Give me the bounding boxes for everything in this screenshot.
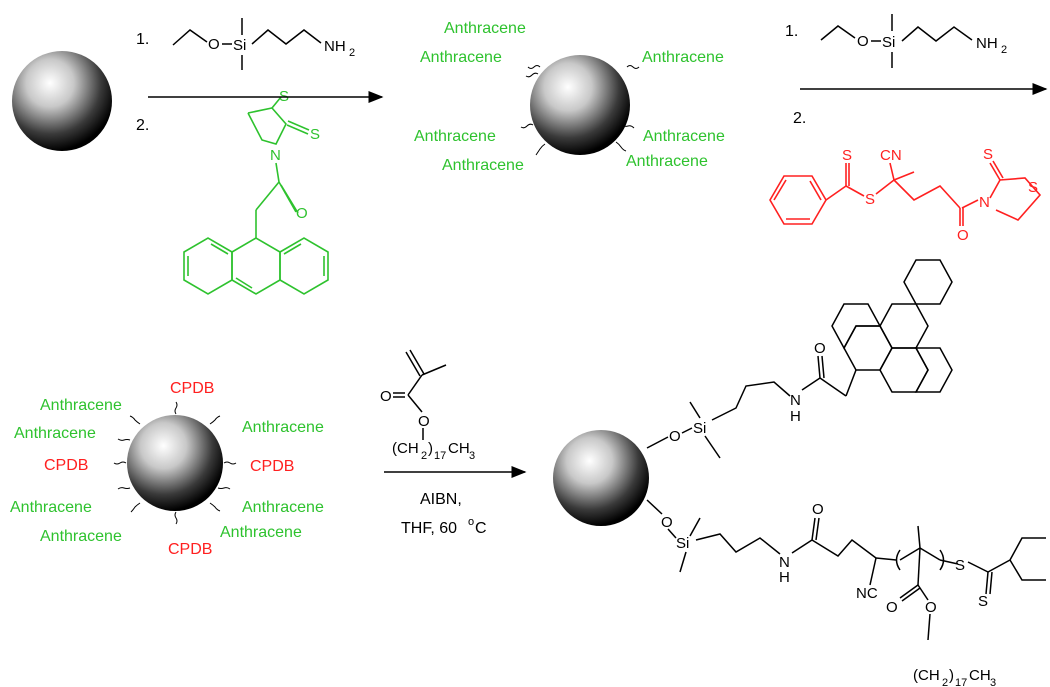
p2-label-4: Anthracene bbox=[414, 128, 496, 145]
p2-label-6: Anthracene bbox=[442, 157, 524, 174]
step1-atom-n: N bbox=[270, 147, 281, 164]
step1-atom-s-exo: S bbox=[310, 126, 320, 143]
step2-reagents: 1. O Si NH 2 2. S S CN bbox=[769, 14, 1042, 244]
p3-anth-2: Anthracene bbox=[14, 425, 96, 442]
prod-atom-n-top: N bbox=[790, 392, 801, 409]
anthracene-acyl-thiazolidinethione: S S N O bbox=[183, 88, 329, 295]
step1-reagents: 1. O Si NH 2 2. S S N O bbox=[136, 18, 355, 295]
step2-atom-n: N bbox=[979, 194, 990, 211]
p3-anth-1: Anthracene bbox=[40, 397, 122, 414]
p3-anth-4: Anthracene bbox=[10, 499, 92, 516]
prod-atom-o-amide-bot: O bbox=[812, 501, 824, 518]
monomer-chain: (CH bbox=[392, 440, 419, 457]
prod-atom-n-bot: N bbox=[779, 554, 790, 571]
monomer-sub3: 3 bbox=[469, 450, 475, 462]
prod-sub17: 17 bbox=[955, 677, 967, 687]
p2-label-2: Anthracene bbox=[420, 49, 502, 66]
p2-label-3: Anthracene bbox=[642, 49, 724, 66]
step2-atom-o: O bbox=[957, 227, 969, 244]
monomer-sub2: 2 bbox=[421, 450, 427, 462]
p3-cpdb-3: CPDB bbox=[250, 458, 294, 475]
step3-degree: o bbox=[468, 516, 474, 528]
p3-anth-3: Anthracene bbox=[242, 419, 324, 436]
prod-atom-s-exo: S bbox=[978, 593, 988, 610]
step1-atom-nh-sub: 2 bbox=[349, 47, 355, 59]
step2-atom-cn: CN bbox=[880, 147, 902, 164]
step2-atom-s-exo: S bbox=[983, 146, 993, 163]
prod-atom-o-bot: O bbox=[661, 514, 673, 531]
step3-unit-c: C bbox=[475, 520, 487, 537]
step2-atom-si: Si bbox=[882, 34, 895, 51]
monomer-sub17: 17 bbox=[434, 450, 446, 462]
prod-atom-o-ester1: O bbox=[886, 599, 898, 616]
step1-atom-o: O bbox=[208, 36, 220, 53]
p3-anth-6: Anthracene bbox=[40, 528, 122, 545]
particle-anthracene-cpdb: CPDB CPDB CPDB CPDB Anthracene Anthracen… bbox=[10, 380, 324, 558]
monomer-paren: ) bbox=[428, 440, 433, 457]
prod-atom-h-bot: H bbox=[779, 569, 790, 586]
step1-atom-o-carbonyl: O bbox=[296, 205, 308, 222]
prod-atom-h-top: H bbox=[790, 408, 801, 425]
prod-atom-o-ester2: O bbox=[925, 599, 937, 616]
prod-atom-o-amide-top: O bbox=[814, 340, 826, 357]
prod-atom-nc: NC bbox=[856, 585, 878, 602]
step1-atom-nh: NH bbox=[324, 38, 346, 55]
p3-cpdb-4: CPDB bbox=[168, 541, 212, 558]
p2-label-5: Anthracene bbox=[643, 128, 725, 145]
monomer-atom-o-carbonyl: O bbox=[380, 388, 392, 405]
particle-anthracene: Anthracene Anthracene Anthracene Anthrac… bbox=[414, 20, 725, 174]
step2-num-1: 1. bbox=[785, 23, 798, 40]
p2-label-1: Anthracene bbox=[444, 20, 526, 37]
particle-bare bbox=[12, 51, 112, 151]
cpdb-thiazolidinethione: S S CN O N S S bbox=[769, 146, 1042, 244]
prod-chain: (CH bbox=[913, 667, 940, 684]
step2-atom-s-thione: S bbox=[842, 147, 852, 164]
step3-conditions-1: AIBN, bbox=[420, 491, 462, 508]
prod-ch3: CH bbox=[969, 667, 991, 684]
prod-atom-si-bot: Si bbox=[676, 535, 689, 552]
step1-atom-si: Si bbox=[233, 37, 246, 54]
prod-sub2: 2 bbox=[942, 677, 948, 687]
p3-anth-7: Anthracene bbox=[220, 524, 302, 541]
step3-conditions-2: THF, 60 bbox=[401, 520, 457, 537]
step2-atom-o: O bbox=[857, 33, 869, 50]
step2-atom-nh: NH bbox=[976, 35, 998, 52]
step2-num-2: 2. bbox=[793, 110, 806, 127]
p3-cpdb-1: CPDB bbox=[170, 380, 214, 397]
step2-atom-nh-sub: 2 bbox=[1001, 44, 1007, 56]
p2-label-7: Anthracene bbox=[626, 153, 708, 170]
prod-sub3: 3 bbox=[990, 677, 996, 687]
p3-cpdb-2: CPDB bbox=[44, 457, 88, 474]
prod-atom-si-top: Si bbox=[693, 420, 706, 437]
step1-num-1: 1. bbox=[136, 31, 149, 48]
step2-atom-s-link: S bbox=[865, 191, 875, 208]
p3-anth-5: Anthracene bbox=[242, 499, 324, 516]
prod-atom-o-top: O bbox=[669, 428, 681, 445]
step3-reagents: O O (CH 2 ) 17 CH 3 AIBN, THF, 60 o C bbox=[380, 349, 487, 537]
prod-atom-s-link: S bbox=[955, 557, 965, 574]
step1-num-2: 2. bbox=[136, 117, 149, 134]
prod-paren: ) bbox=[949, 667, 954, 684]
monomer-ch3: CH bbox=[448, 440, 470, 457]
product: O Si N H O O Si N H O NC bbox=[553, 259, 1046, 687]
monomer-atom-o-ester: O bbox=[418, 413, 430, 430]
step2-atom-s-ring: S bbox=[1028, 179, 1038, 196]
